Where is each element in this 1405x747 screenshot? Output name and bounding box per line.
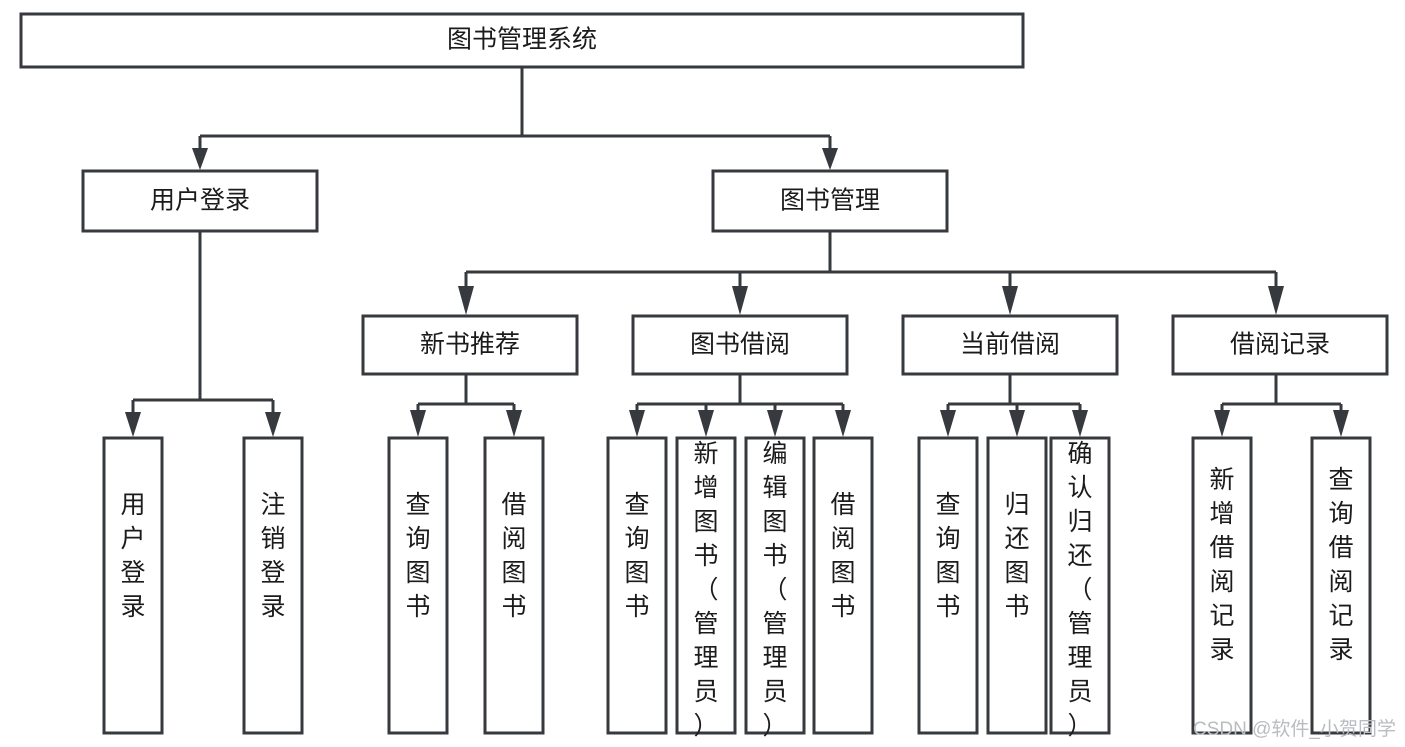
node-book-manage-label: 图书管理 xyxy=(780,187,880,215)
node-leaf-add-book-label: 新增图书（管理员） xyxy=(693,440,718,740)
node-leaf-logout-box[interactable] xyxy=(242,436,304,735)
csdn-watermark: CSDN @软件_小贺同学 xyxy=(1193,718,1396,740)
arrow-head-leaf-query-book-1 xyxy=(410,410,426,437)
arrow-head-borrow-record xyxy=(1268,286,1284,315)
node-leaf-confirm-return[interactable]: 确认归还（管理员） xyxy=(1049,436,1111,740)
node-leaf-user-login-label: 用户登录 xyxy=(120,491,145,621)
node-book-manage[interactable]: 图书管理 xyxy=(711,169,949,233)
node-user-login-box[interactable] xyxy=(81,169,319,233)
node-new-book-recommend-box[interactable] xyxy=(361,314,579,376)
node-leaf-query-record-label: 查询借阅记录 xyxy=(1328,466,1353,664)
node-user-login[interactable]: 用户登录 xyxy=(81,169,319,233)
node-root-label: 图书管理系统 xyxy=(447,26,597,54)
arrow-head-user-login xyxy=(192,148,208,170)
node-leaf-edit-book[interactable]: 编辑图书（管理员） xyxy=(744,436,806,740)
node-leaf-query-record-box[interactable] xyxy=(1310,436,1372,735)
node-leaf-add-record-label: 新增借阅记录 xyxy=(1209,466,1234,664)
node-leaf-query-book-3-label: 查询图书 xyxy=(935,491,960,621)
node-book-borrow[interactable]: 图书借阅 xyxy=(631,314,849,376)
node-leaf-query-book-1-label: 查询图书 xyxy=(405,491,430,621)
node-leaf-add-record-box[interactable] xyxy=(1191,436,1253,735)
node-book-borrow-box[interactable] xyxy=(631,314,849,376)
node-root[interactable]: 图书管理系统 xyxy=(19,12,1025,69)
node-leaf-logout[interactable]: 注销登录 xyxy=(242,436,304,735)
arrow-head-leaf-add-book xyxy=(698,410,714,437)
arrow-head-leaf-query-book-2 xyxy=(629,410,645,437)
node-leaf-borrow-book-1-label: 借阅图书 xyxy=(501,491,526,621)
node-borrow-record-box[interactable] xyxy=(1171,314,1389,376)
node-new-book-recommend-label: 新书推荐 xyxy=(420,331,520,359)
node-leaf-query-book-1[interactable]: 查询图书 xyxy=(387,436,449,735)
node-leaf-return-book-box[interactable] xyxy=(986,436,1048,735)
arrow-head-new-book-recommend xyxy=(458,286,474,315)
node-leaf-edit-book-box[interactable] xyxy=(744,436,806,735)
arrow-head-leaf-borrow-book-1 xyxy=(506,410,522,437)
node-leaf-confirm-return-box[interactable] xyxy=(1049,436,1111,735)
node-leaf-return-book-label: 归还图书 xyxy=(1004,491,1029,621)
node-current-borrow-box[interactable] xyxy=(901,314,1119,376)
node-leaf-logout-label: 注销登录 xyxy=(260,491,285,621)
node-leaf-add-book[interactable]: 新增图书（管理员） xyxy=(675,436,737,740)
node-book-borrow-label: 图书借阅 xyxy=(690,331,790,359)
node-leaf-query-record[interactable]: 查询借阅记录 xyxy=(1310,436,1372,735)
node-new-book-recommend[interactable]: 新书推荐 xyxy=(361,314,579,376)
arrow-head-book-borrow xyxy=(732,286,748,315)
node-leaf-borrow-book-2[interactable]: 借阅图书 xyxy=(812,436,874,735)
node-leaf-query-book-1-box[interactable] xyxy=(387,436,449,735)
node-leaf-edit-book-label: 编辑图书（管理员） xyxy=(762,440,787,740)
node-leaf-borrow-book-1[interactable]: 借阅图书 xyxy=(483,436,545,735)
node-leaf-query-book-3-box[interactable] xyxy=(917,436,979,735)
node-leaf-borrow-book-1-box[interactable] xyxy=(483,436,545,735)
connector-layer xyxy=(125,68,1349,437)
node-leaf-query-book-2-label: 查询图书 xyxy=(624,491,649,621)
node-root-box[interactable] xyxy=(19,12,1025,69)
node-book-manage-box[interactable] xyxy=(711,169,949,233)
node-leaf-query-book-2-box[interactable] xyxy=(606,436,668,735)
arrow-head-leaf-confirm-return xyxy=(1072,410,1088,437)
node-leaf-borrow-book-2-label: 借阅图书 xyxy=(830,491,855,621)
node-borrow-record[interactable]: 借阅记录 xyxy=(1171,314,1389,376)
node-leaf-return-book[interactable]: 归还图书 xyxy=(986,436,1048,735)
node-user-login-label: 用户登录 xyxy=(150,187,250,215)
arrow-head-leaf-return-book xyxy=(1009,410,1025,437)
node-leaf-user-login[interactable]: 用户登录 xyxy=(102,436,164,735)
arrow-head-leaf-user-login xyxy=(125,412,141,437)
arrow-head-current-borrow xyxy=(1002,286,1018,315)
arrow-head-leaf-query-record xyxy=(1333,410,1349,437)
arrow-head-leaf-logout xyxy=(265,412,281,437)
node-leaf-confirm-return-label: 确认归还（管理员） xyxy=(1067,440,1092,740)
node-leaf-query-book-3[interactable]: 查询图书 xyxy=(917,436,979,735)
node-current-borrow-label: 当前借阅 xyxy=(960,331,1060,359)
node-leaf-query-book-2[interactable]: 查询图书 xyxy=(606,436,668,735)
node-current-borrow[interactable]: 当前借阅 xyxy=(901,314,1119,376)
node-leaf-add-record[interactable]: 新增借阅记录 xyxy=(1191,436,1253,735)
node-leaf-user-login-box[interactable] xyxy=(102,436,164,735)
node-leaf-borrow-book-2-box[interactable] xyxy=(812,436,874,735)
arrow-head-leaf-edit-book xyxy=(767,410,783,437)
arrow-head-leaf-borrow-book-2 xyxy=(835,410,851,437)
node-leaf-add-book-box[interactable] xyxy=(675,436,737,735)
arrow-head-book-manage xyxy=(822,148,838,170)
arrow-head-leaf-query-book-3 xyxy=(940,410,956,437)
node-borrow-record-label: 借阅记录 xyxy=(1230,331,1330,359)
arrow-head-leaf-add-record xyxy=(1214,410,1230,437)
